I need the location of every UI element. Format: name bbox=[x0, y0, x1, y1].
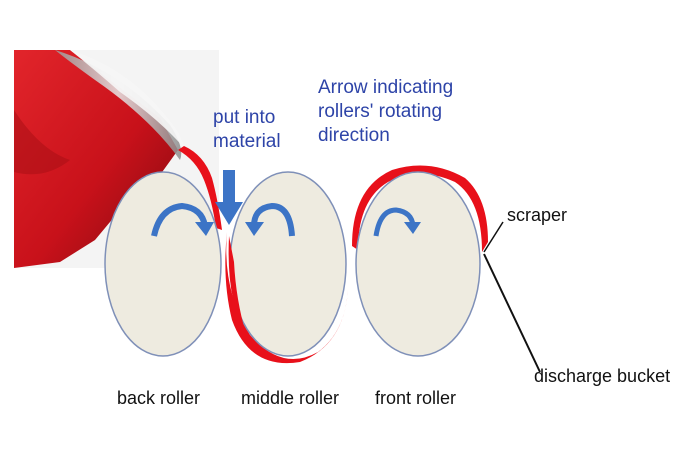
front-roller-label: front roller bbox=[375, 388, 457, 408]
feed-arrow bbox=[215, 170, 243, 225]
pour-stream bbox=[178, 146, 222, 230]
back-roller-label: back roller bbox=[117, 388, 201, 408]
arrow-indicating-label: Arrow indicating rollers' rotating direc… bbox=[318, 77, 454, 146]
scraper-line bbox=[483, 221, 504, 253]
put-into-material-label: put into material bbox=[213, 107, 281, 152]
scraper-label: scraper bbox=[507, 205, 568, 225]
back-roller-rotation-arrow bbox=[151, 202, 214, 237]
nip-material bbox=[228, 236, 246, 334]
middle-roller-rotation-arrow bbox=[245, 202, 295, 237]
discharge-bucket-line bbox=[483, 253, 541, 373]
back-roller bbox=[104, 171, 222, 357]
middle-roller-label: middle roller bbox=[241, 388, 340, 408]
front-roller-rotation-arrow bbox=[373, 207, 421, 237]
middle-roller bbox=[229, 171, 347, 357]
discharge-bucket-label: discharge bucket bbox=[534, 366, 671, 386]
front-roller bbox=[355, 171, 481, 357]
